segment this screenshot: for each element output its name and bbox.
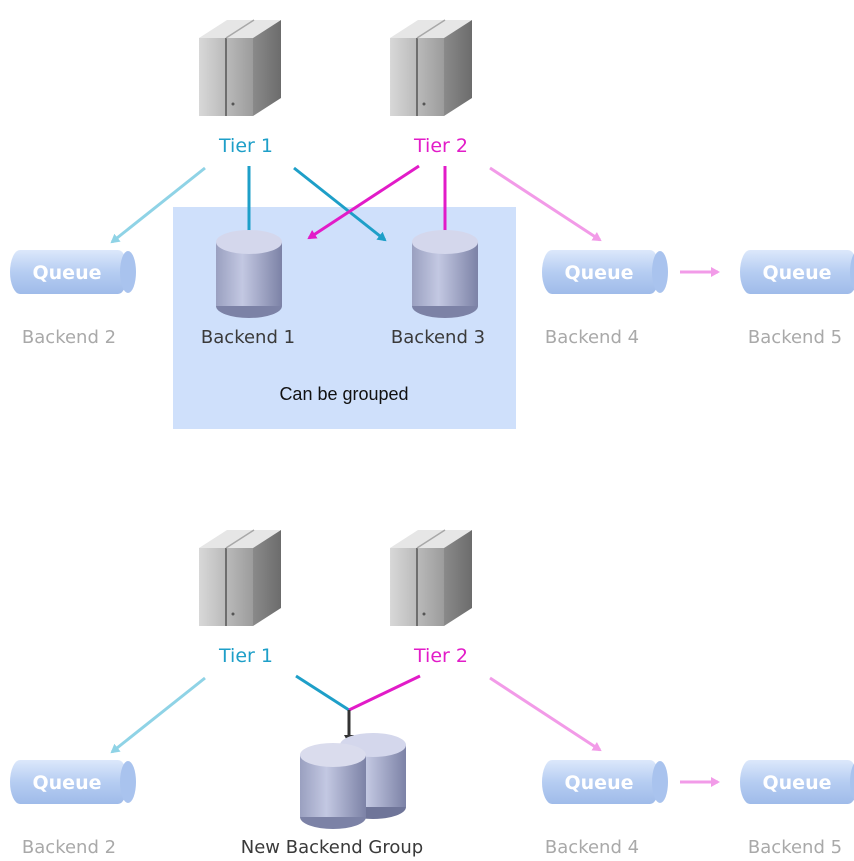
backend2-queue-label-bottom: Queue: [33, 772, 102, 794]
backend5-label: Backend 5: [748, 327, 842, 348]
tier1-merge-line: [295, 674, 350, 712]
tier2-to-backend4-arrow-bottom: [489, 676, 602, 752]
backend1-database-icon: [216, 230, 282, 318]
tier2-server-icon-bottom: [389, 529, 473, 627]
tier2-server-icon: [389, 19, 473, 117]
backend4-label: Backend 4: [545, 327, 639, 348]
backend2-label: Backend 2: [22, 327, 116, 348]
tier1-server-icon: [198, 19, 282, 117]
tier2-label: Tier 2: [413, 135, 468, 157]
tier1-label: Tier 1: [218, 135, 273, 157]
backend4-queue: Queue: [542, 250, 668, 294]
can-be-grouped-label: Can be grouped: [279, 384, 408, 404]
tier2-to-backend4-arrow: [489, 166, 602, 242]
tier2-merge-line: [348, 674, 421, 712]
backend4-queue-bottom: Queue: [542, 760, 668, 804]
backend2-queue-bottom: Queue: [10, 760, 136, 804]
tier1-to-backend2-arrow: [110, 166, 206, 244]
backend5-queue-label-bottom: Queue: [763, 772, 832, 794]
backend1-label: Backend 1: [201, 327, 295, 348]
grouped-database-icon: [300, 733, 406, 829]
new-backend-group-label: New Backend Group: [241, 837, 423, 858]
backend4-queue-label-bottom: Queue: [565, 772, 634, 794]
tier2-to-backend1-arrow: [307, 164, 420, 240]
backend5-label-bottom: Backend 5: [748, 837, 842, 858]
tier1-server-icon-bottom: [198, 529, 282, 627]
tier1-label-bottom: Tier 1: [218, 645, 273, 667]
backend4-queue-label: Queue: [565, 262, 634, 284]
backend4-label-bottom: Backend 4: [545, 837, 639, 858]
backend2-queue-label: Queue: [33, 262, 102, 284]
backend5-queue-bottom: Queue: [740, 760, 854, 804]
tier1-to-backend2-arrow-bottom: [110, 676, 206, 754]
backend2-queue: Queue: [10, 250, 136, 294]
backend3-database-icon: [412, 230, 478, 318]
backend5-queue: Queue: [740, 250, 854, 294]
tier2-label-bottom: Tier 2: [413, 645, 468, 667]
backend3-label: Backend 3: [391, 327, 485, 348]
backend5-queue-label: Queue: [763, 262, 832, 284]
tier1-to-backend3-arrow: [293, 166, 387, 242]
backend2-label-bottom: Backend 2: [22, 837, 116, 858]
